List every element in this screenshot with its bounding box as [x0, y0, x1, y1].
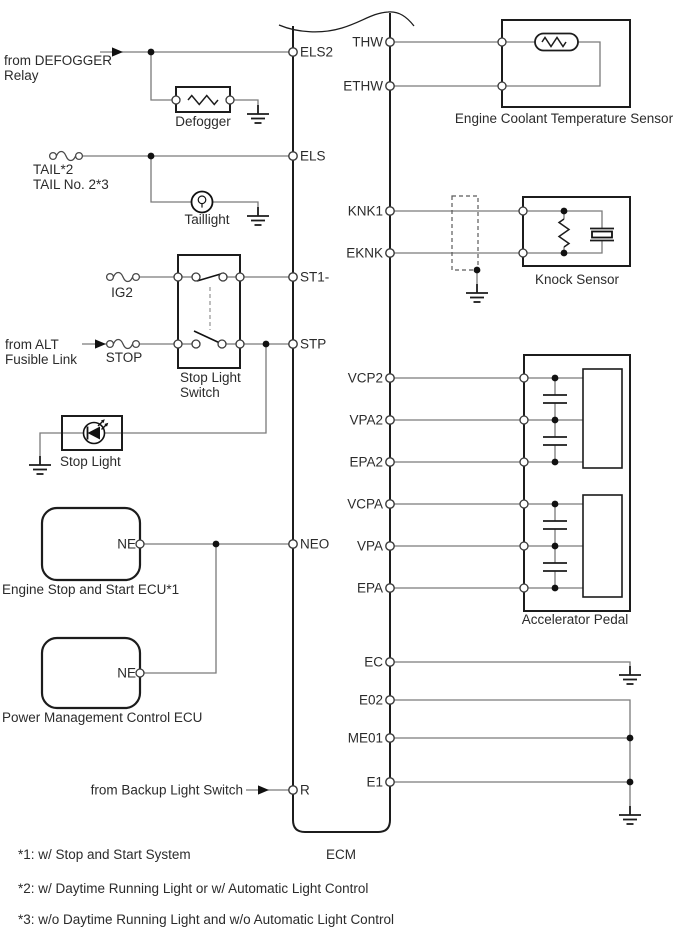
pin-label-els2: ELS2 — [300, 44, 334, 60]
pin-label-stp: STP — [300, 336, 327, 352]
component-outlines — [40, 19, 631, 710]
pin-label-vcp2: VCP2 — [347, 370, 383, 386]
ig2-fuse-icon — [105, 271, 141, 283]
app-sensor1-element — [582, 368, 623, 469]
accelerator-pedal-box — [523, 354, 631, 612]
stop-light-led-icon — [82, 419, 109, 445]
ecm-outline — [278, 11, 415, 833]
pin-label-e02: E02 — [358, 692, 383, 708]
piezo-element — [590, 227, 614, 242]
stop-light-label: Stop Light — [60, 454, 121, 469]
defogger-arrow-icon — [112, 47, 123, 57]
alt-arrow-icon — [95, 339, 106, 349]
app-sensor2-element — [582, 494, 623, 598]
pin-label-ethw: ETHW — [343, 78, 383, 94]
switch-internals — [191, 272, 228, 349]
taillight-bulb-icon — [190, 190, 214, 214]
knock-sensor-label: Knock Sensor — [534, 272, 620, 287]
backup-arrow-icon — [258, 785, 269, 795]
stop-fuse-label: STOP — [105, 350, 143, 365]
taillight-label: Taillight — [184, 212, 230, 227]
knock-sensor-box — [522, 196, 631, 267]
knock-resistor — [557, 218, 571, 248]
tail-fuse-label: TAIL*2 TAIL No. 2*3 — [33, 162, 109, 192]
terminal-circles — [135, 37, 529, 795]
footnote-2: *2: w/ Daytime Running Light or w/ Autom… — [18, 881, 369, 896]
pin-label-thw: THW — [352, 34, 383, 50]
pin-label-ec: EC — [364, 654, 383, 670]
stop-light-box — [61, 415, 123, 451]
pin-label-neo: NEO — [300, 536, 330, 552]
footnote-3: *3: w/o Daytime Running Light and w/o Au… — [18, 912, 394, 927]
thermistor-body — [534, 32, 579, 52]
defogger-label: Defogger — [175, 114, 231, 129]
ecm-label: ECM — [326, 847, 356, 862]
pin-label-me01: ME01 — [347, 730, 383, 746]
pin-label-eknk: EKNK — [346, 245, 383, 261]
accelerator-pedal-label: Accelerator Pedal — [521, 612, 629, 627]
tail-fuse-icon — [48, 150, 84, 162]
resistor-symbols — [187, 32, 579, 248]
stop-fuse-icon — [105, 338, 141, 350]
shield-dashed-box — [451, 195, 479, 271]
defogger-resistor — [187, 94, 219, 106]
defogger-source-label: from DEFOGGER Relay — [4, 53, 113, 83]
pin-label-vpa: VPA — [356, 538, 383, 554]
pin-label-r: R — [300, 782, 310, 798]
pin-label-e1: E1 — [366, 774, 383, 790]
ecm-break-line — [278, 11, 415, 33]
pin-label-epa2: EPA2 — [349, 454, 383, 470]
wires — [39, 41, 631, 806]
pin-label-knk1: KNK1 — [347, 203, 383, 219]
ect-sensor-label: Engine Coolant Temperature Sensor — [454, 111, 674, 126]
ess-ne-pin-label: NE — [117, 536, 136, 552]
thermistor-resistor — [541, 36, 567, 48]
alt-source-label: from ALT Fusible Link — [5, 337, 78, 367]
footnote-1: *1: w/ Stop and Start System — [18, 847, 191, 862]
pmc-ecu-label: Power Management Control ECU — [2, 710, 203, 725]
ect-sensor-box — [501, 19, 631, 108]
pin-label-vpa2: VPA2 — [349, 412, 383, 428]
stop-light-switch-label: Stop Light Switch — [180, 370, 241, 400]
pin-label-epa: EPA — [356, 580, 383, 596]
ess-ecu-label: Engine Stop and Start ECU*1 — [2, 582, 180, 597]
pin-label-st1: ST1- — [300, 269, 330, 285]
pin-label-els: ELS — [300, 148, 326, 164]
pin-label-vcpa: VCPA — [347, 496, 383, 512]
pmc-ne-pin-label: NE — [117, 665, 136, 681]
ig2-fuse-label: IG2 — [111, 285, 133, 300]
backup-source-label: from Backup Light Switch — [90, 782, 243, 798]
stop-light-switch-box — [177, 254, 241, 369]
